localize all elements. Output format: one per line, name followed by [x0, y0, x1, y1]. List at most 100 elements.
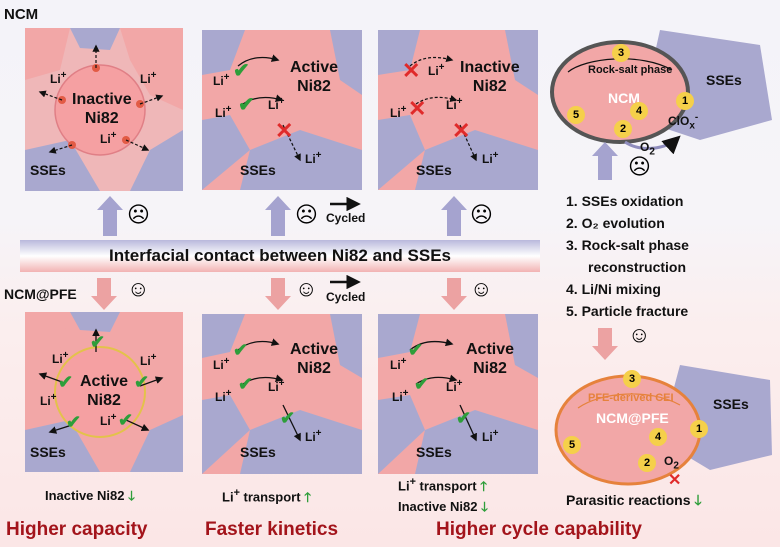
sse-grain — [240, 410, 362, 474]
panel-ncm-cycled — [378, 30, 538, 190]
smile-face-icon: ☺ — [628, 322, 651, 347]
sses-label: SSEs — [30, 444, 66, 460]
sad-face-icon: ☹ — [470, 202, 493, 227]
marker-5: 5 — [563, 436, 581, 454]
smile-face-icon: ☺ — [470, 276, 493, 301]
check-icon: ✔ — [90, 332, 106, 352]
clo-label: ClOx- — [668, 112, 699, 132]
down-arrow — [441, 278, 467, 310]
cycled-label: Cycled — [326, 211, 366, 225]
sses-label: SSEs — [240, 444, 276, 460]
higher-cycle-title: Higher cycle capability — [436, 519, 642, 540]
li-ion-label: Li+ — [40, 392, 57, 408]
green-down-arrow-icon: 🡓 — [481, 499, 488, 514]
green-up-arrow-icon: 🡑 — [304, 489, 311, 505]
panel-pfe-active — [202, 314, 362, 474]
sse-grain — [240, 130, 362, 190]
sse-grain — [378, 314, 420, 358]
cross-icon: ✕ — [408, 96, 427, 121]
banner-bg — [20, 240, 540, 272]
li-ion-label: Li+ — [140, 352, 157, 368]
sad-face-icon: ☹ — [628, 154, 651, 179]
li-ion-label: Li+ — [268, 378, 285, 394]
pfe-cei-label: PFE-derived CEI — [588, 392, 674, 404]
ncm-label: NCM — [4, 6, 39, 23]
o2-release-path — [624, 135, 681, 155]
sse-grain — [330, 314, 362, 378]
higher-capacity-title: Higher capacity — [6, 519, 148, 540]
down-arrow — [265, 278, 291, 310]
check-icon: ✔ — [118, 410, 134, 430]
li-ion-label: Li+ — [305, 150, 322, 166]
sse-grain — [202, 395, 250, 474]
li-transport-outcome-2: Li+ transport 🡑 — [398, 476, 487, 494]
list-item: reconstruction — [588, 259, 687, 275]
list-item: 3. Rock-salt phase — [566, 237, 689, 253]
up-arrow — [265, 196, 291, 236]
li-ion-label: Li+ — [52, 350, 69, 366]
rock-salt-label: Rock-salt phase — [588, 64, 673, 76]
ncm-pfe-core-label: NCM@PFE — [596, 410, 669, 426]
sses-label: SSEs — [30, 162, 66, 178]
cross-icon: ✕ — [452, 118, 471, 143]
li-ion-label: Li+ — [215, 388, 232, 404]
li-ion-label: Li+ — [446, 96, 463, 112]
sse-grain — [130, 130, 183, 191]
cathode-grain — [25, 28, 70, 80]
check-icon: ✔ — [414, 374, 430, 394]
marker-1: 1 — [690, 420, 708, 438]
parasitic-outcome: Parasitic reactions 🡓 — [566, 492, 702, 508]
li-ion-label: Li+ — [446, 378, 463, 394]
ni82-particle — [54, 64, 146, 156]
check-icon: ✔ — [456, 408, 472, 428]
li-ion-label: Li+ — [100, 130, 117, 146]
sse-grain — [70, 28, 120, 50]
ncm-core-label: NCM — [608, 90, 640, 106]
check-icon: ✔ — [66, 412, 82, 432]
smile-face-icon: ☺ — [295, 276, 318, 301]
ncm-pfe-label: NCM@PFE — [4, 286, 77, 302]
li-ion-label: Li+ — [268, 96, 285, 112]
sse-grain — [330, 30, 362, 95]
up-arrow — [592, 142, 618, 180]
marker-4: 4 — [630, 102, 648, 120]
cei-layer — [577, 393, 681, 409]
banner-text: Interfacial contact between Ni82 and SSE… — [108, 246, 451, 265]
marker-1: 1 — [676, 92, 694, 110]
check-icon: ✔ — [280, 408, 296, 428]
pfe-schematic — [554, 365, 772, 486]
marker-5: 5 — [567, 106, 585, 124]
sse-grain — [70, 312, 120, 332]
cycled-label: Cycled — [326, 290, 366, 304]
sse-grain — [415, 410, 538, 474]
green-up-arrow-icon: 🡑 — [480, 478, 487, 494]
o2-label: O2 — [640, 140, 655, 158]
check-icon: ✔ — [233, 60, 250, 82]
sse-grain — [202, 115, 250, 190]
up-arrow — [97, 196, 123, 236]
up-arrow — [441, 196, 467, 236]
li-transport-outcome: Li+ transport 🡑 — [222, 487, 311, 505]
panel-ncm-initial — [25, 28, 183, 191]
marker-2: 2 — [614, 120, 632, 138]
o2-label: O2 — [664, 454, 679, 472]
down-arrow — [592, 328, 618, 360]
cathode-grain — [120, 28, 183, 110]
marker-2: 2 — [638, 454, 656, 472]
li-ion-label: Li+ — [213, 356, 230, 372]
check-icon: ✔ — [238, 374, 254, 394]
marker-3: 3 — [623, 370, 641, 388]
list-item: 4. Li/Ni mixing — [566, 281, 661, 297]
marker-3: 3 — [612, 44, 630, 62]
sse-grain — [202, 314, 245, 358]
li-ion-label: Li+ — [213, 72, 230, 88]
sse-grain — [130, 415, 183, 472]
panel-ncm-active — [202, 30, 362, 190]
degradation-list: 1. SSEs oxidation 2. O₂ evolution 3. Roc… — [566, 190, 689, 322]
list-item: 5. Particle fracture — [566, 303, 689, 319]
